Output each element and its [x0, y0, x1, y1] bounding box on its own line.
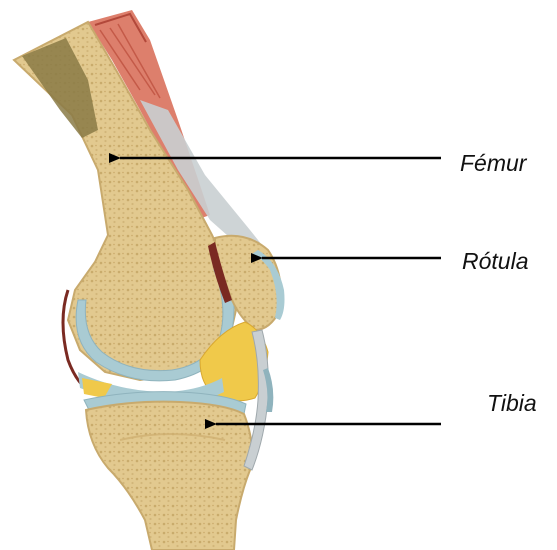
tibia-label: Tibia [487, 392, 537, 415]
rotula-label: Rótula [462, 250, 528, 273]
femur-label: Fémur [460, 152, 526, 175]
